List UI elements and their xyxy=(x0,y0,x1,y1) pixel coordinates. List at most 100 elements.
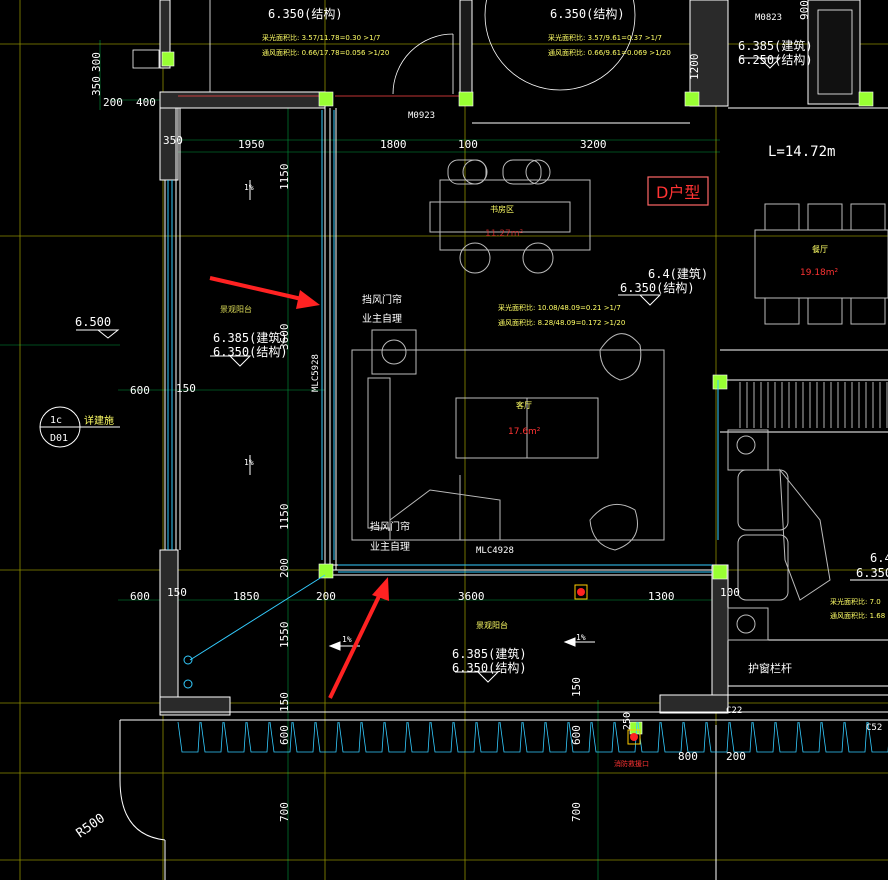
railing-segment xyxy=(223,721,247,753)
top-ratio-mid-2: 通风面积比: 0.66/9.61=0.069 >1/20 xyxy=(548,48,671,57)
dim-300: 300 xyxy=(90,52,103,72)
m0923-label: M0923 xyxy=(408,111,435,121)
door-swing-m0923 xyxy=(392,33,454,95)
dim-150-d: 150 xyxy=(570,677,583,697)
m0823-label: M0823 xyxy=(755,13,782,23)
left-balcony-name: 景观阳台 xyxy=(220,304,252,314)
unit-type-label: D户型 xyxy=(656,183,700,202)
dim-1300: 1300 xyxy=(648,590,675,603)
drain-note: 消防救援口 xyxy=(614,759,649,768)
dim-600-b: 600 xyxy=(130,590,150,603)
slope-1: 1% xyxy=(244,183,254,192)
curtain-2-line1: 挡风门帘 xyxy=(370,520,410,533)
detail-reference xyxy=(39,406,120,448)
walls xyxy=(159,0,861,716)
column-markers xyxy=(161,51,874,735)
detail-ref-top: 1c xyxy=(50,415,62,426)
radius-label: R500 xyxy=(74,811,108,841)
guard-rail-label: 护窗栏杆 xyxy=(748,661,792,675)
curtain-1-line1: 挡风门帘 xyxy=(362,293,402,306)
railing-segment xyxy=(315,721,339,753)
slope-3: 1% xyxy=(342,635,352,644)
dim-700-b: 700 xyxy=(570,802,583,822)
top-elev-left: 6.350(结构) xyxy=(268,6,343,21)
railing-segment xyxy=(499,721,523,753)
railing-segment xyxy=(476,721,500,753)
railing-segment xyxy=(338,721,362,753)
top-ratio-left-1: 采光面积比: 3.57/11.78=0.30 >1/7 xyxy=(262,33,380,42)
railing-segment xyxy=(821,721,845,753)
railing-segment xyxy=(545,721,569,753)
slope-arrows xyxy=(249,180,595,651)
living-ratio1: 采光面积比: 10.08/48.09=0.21 >1/7 xyxy=(498,303,621,312)
railing-segment xyxy=(292,721,316,753)
dim-600-c: 600 xyxy=(278,725,291,745)
dim-3200: 3200 xyxy=(580,138,607,151)
dim-150-c: 150 xyxy=(278,692,291,712)
living-ratio2: 通风面积比: 8.28/48.09=0.172 >1/20 xyxy=(498,318,625,327)
right-ratio1: 采光面积比: 7.0 xyxy=(830,597,881,606)
right-elev2: 6.350 xyxy=(856,566,888,580)
dim-400-a: 400 xyxy=(136,96,156,109)
dim-350-b: 350 xyxy=(163,134,183,147)
railing-segment xyxy=(660,721,684,753)
round-table-top xyxy=(484,0,636,91)
dim-800: 800 xyxy=(678,750,698,763)
railing-segment xyxy=(269,721,293,753)
dining-area: 19.18m² xyxy=(800,268,839,278)
curtain-1-line2: 业主自理 xyxy=(362,312,402,325)
top-right-elev1: 6.385(建筑) xyxy=(738,38,813,53)
dim-200-c: 200 xyxy=(316,590,336,603)
red-arrow-head-2 xyxy=(372,577,389,601)
unit-type-box xyxy=(647,176,709,206)
dim-150-a: 150 xyxy=(176,382,196,395)
left-balcony-elev2: 6.350(结构) xyxy=(213,344,288,359)
dim-200-d: 200 xyxy=(726,750,746,763)
dim-600-a: 600 xyxy=(130,384,150,397)
slope-2: 1% xyxy=(244,458,254,467)
railing-segment xyxy=(706,721,730,753)
dim-200-b: 200 xyxy=(278,558,291,578)
slope-4: 1% xyxy=(576,633,586,642)
right-bedroom-furniture xyxy=(727,429,831,641)
railing-segment xyxy=(200,721,224,753)
railing-segment xyxy=(361,721,385,753)
c-label-2: C22 xyxy=(726,706,742,716)
railing-segment xyxy=(867,721,888,753)
bottom-balcony-elev2: 6.350(结构) xyxy=(452,660,527,675)
bottom-balcony-elev1: 6.385(建筑) xyxy=(452,646,527,661)
living-room-furniture xyxy=(351,329,665,551)
dim-900: 900 xyxy=(798,0,811,20)
mlc-vertical: MLC5928 xyxy=(311,354,321,392)
dim-350: 350 xyxy=(90,76,103,96)
railing-segment xyxy=(844,721,868,753)
dining-name: 餐厅 xyxy=(812,245,828,254)
outer-contour xyxy=(119,107,888,880)
text-labels: 6.350(结构) 6.350(结构) 采光面积比: 3.57/11.78=0.… xyxy=(50,6,888,841)
dim-150-b: 150 xyxy=(167,586,187,599)
red-annotation-arrows xyxy=(209,276,389,699)
railing-segment xyxy=(775,721,799,753)
windows xyxy=(167,110,719,689)
dim-1150-b: 1150 xyxy=(278,504,291,531)
dim-1150-a: 1150 xyxy=(278,164,291,191)
top-right-elev2: 6.250(结构) xyxy=(738,52,813,67)
red-arrow-head-1 xyxy=(296,290,320,309)
top-ratio-left-2: 通风面积比: 0.66/17.78=0.056 >1/20 xyxy=(262,48,389,57)
top-elev-mid: 6.350(结构) xyxy=(550,6,625,21)
dim-1850: 1850 xyxy=(233,590,260,603)
railing-hatch xyxy=(177,721,888,753)
right-elev1: 6.4 xyxy=(870,551,888,565)
living-elev1: 6.4(建筑) xyxy=(648,266,708,281)
dim-700-a: 700 xyxy=(278,802,291,822)
railing-segment xyxy=(430,721,454,753)
dim-100-b: 100 xyxy=(720,586,740,599)
dining-set-study xyxy=(429,159,591,274)
dim-3600-h: 3600 xyxy=(458,590,485,603)
living-elev2: 6.350(结构) xyxy=(620,280,695,295)
railing-segment xyxy=(568,721,592,753)
stair-stripes xyxy=(739,382,888,428)
railing-segment xyxy=(522,721,546,753)
